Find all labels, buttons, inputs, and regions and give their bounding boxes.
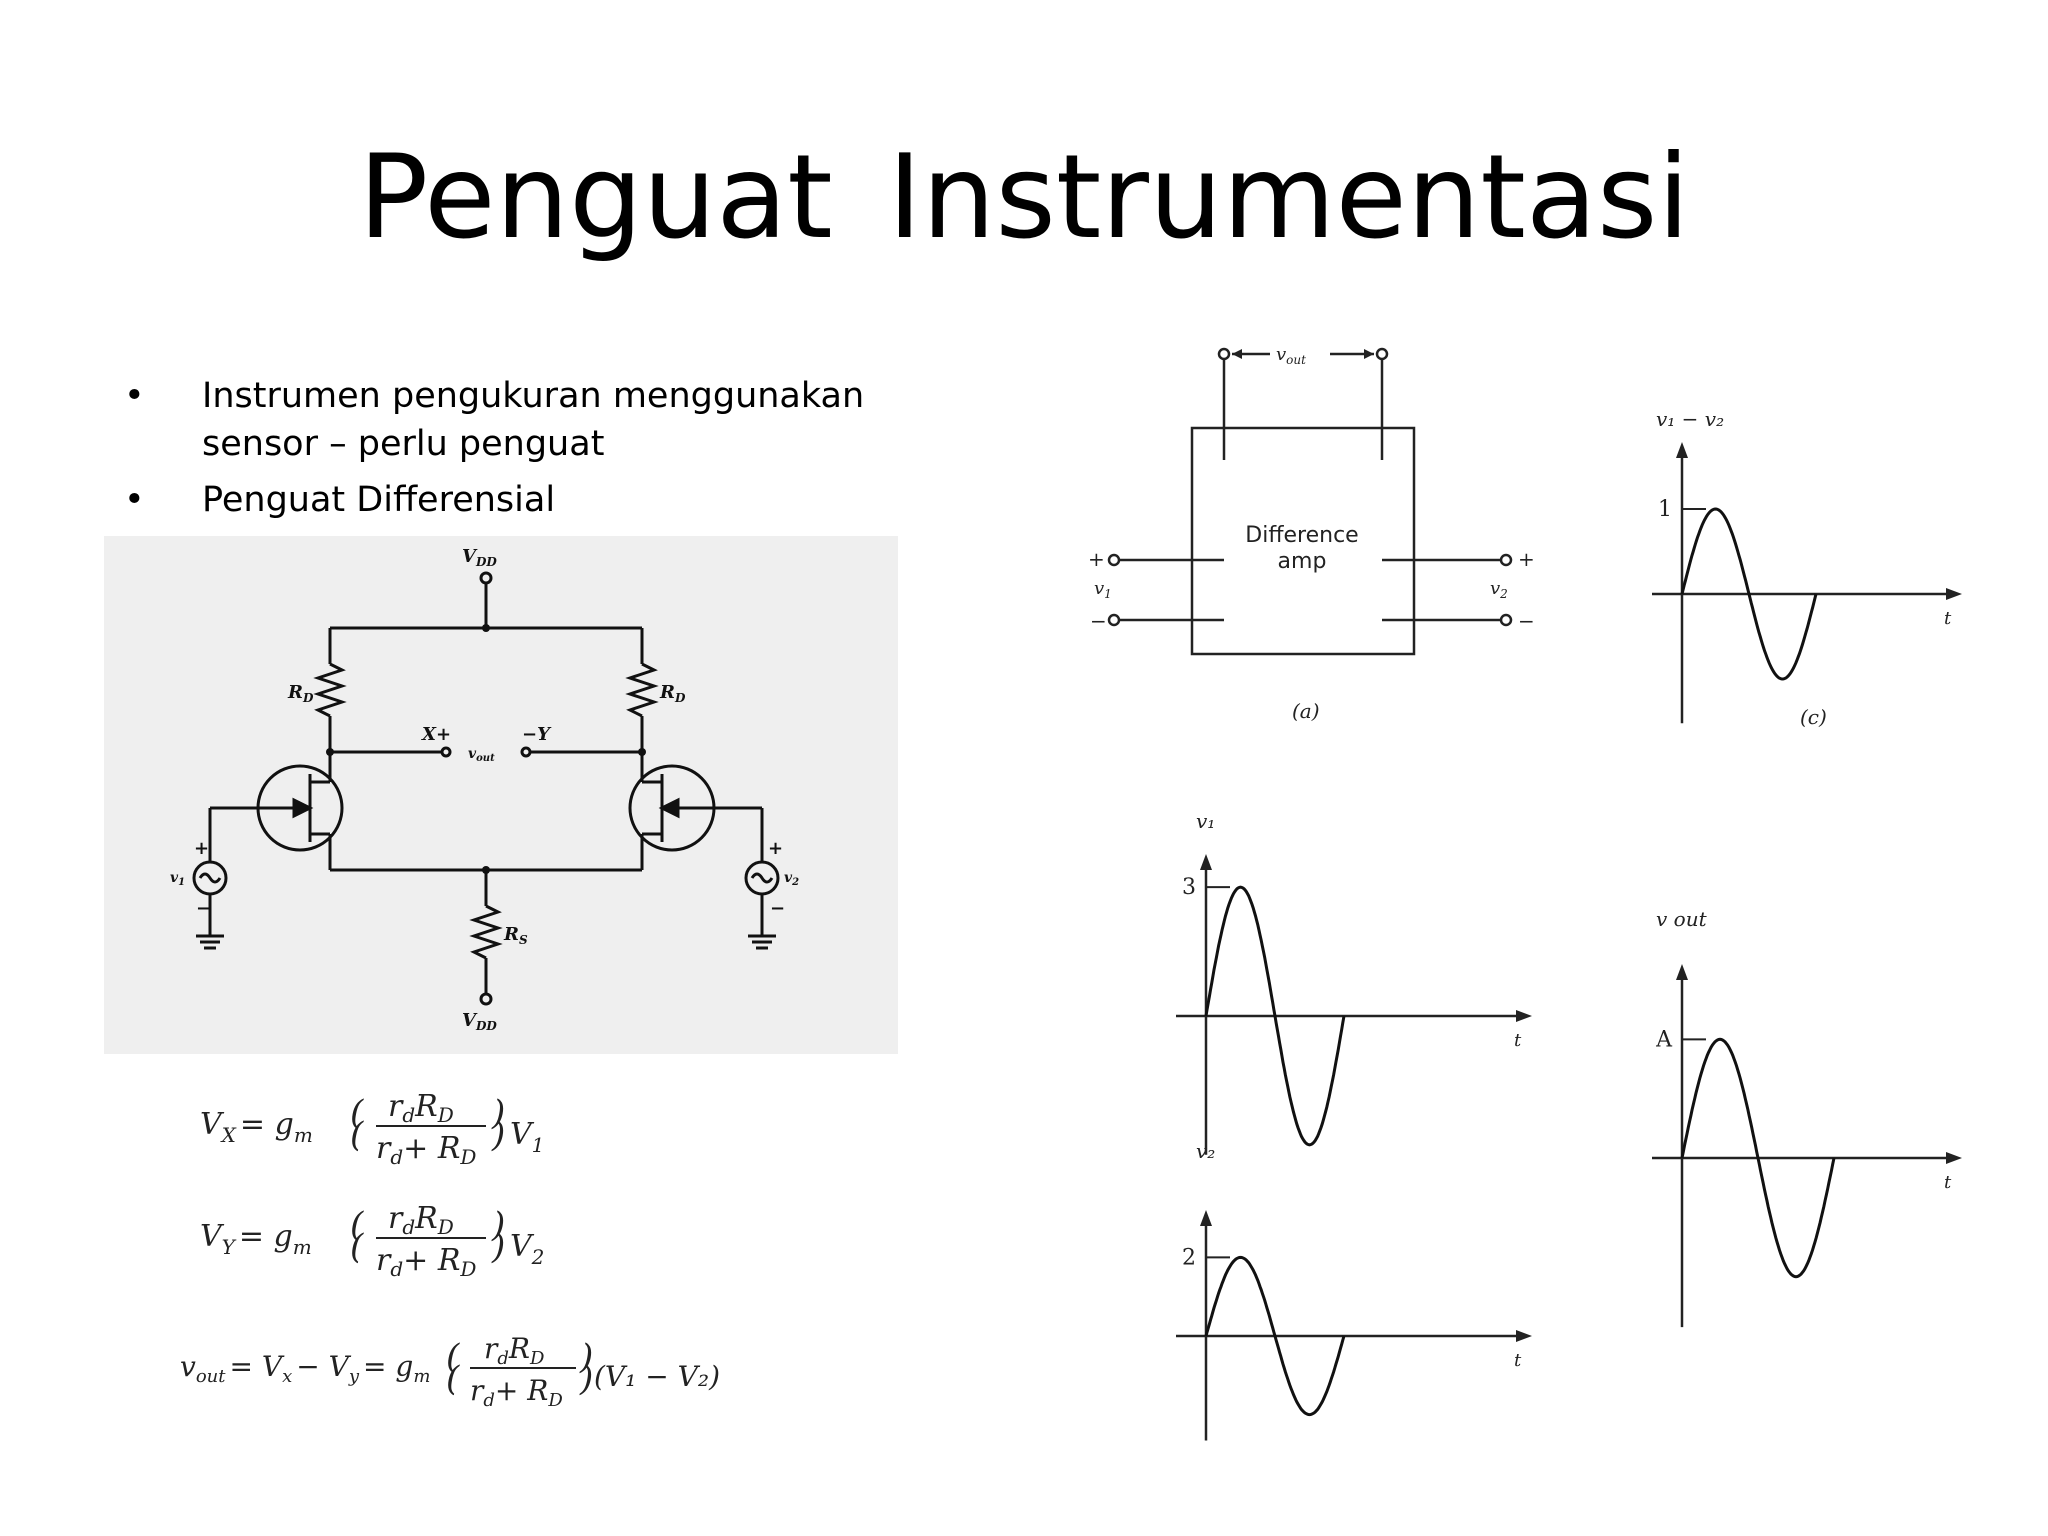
v2-minus: − bbox=[1518, 609, 1535, 633]
svg-text:rd+ RD: rd+ RD bbox=[376, 1243, 476, 1281]
svg-text:rdRD: rdRD bbox=[388, 1089, 454, 1127]
series-line bbox=[1680, 507, 1818, 681]
y-tick-label: 3 bbox=[1182, 875, 1196, 900]
svg-text:rdRD: rdRD bbox=[388, 1201, 454, 1239]
rs-label: RS bbox=[503, 924, 528, 947]
svg-text:VY= gm: VY= gm bbox=[200, 1219, 312, 1259]
svg-text:): ) bbox=[491, 1205, 505, 1245]
v2-label: v2 bbox=[1490, 578, 1508, 601]
bullet-text: Penguat Differensial bbox=[202, 480, 556, 520]
vdd-top-label: VDD bbox=[462, 546, 497, 569]
svg-text:(: ( bbox=[350, 1227, 364, 1267]
y-axis-arrow bbox=[1676, 964, 1688, 980]
y-axis-arrow bbox=[1676, 442, 1688, 458]
svg-text:(: ( bbox=[350, 1205, 364, 1245]
difference-amp-block-diagram: Difference amp vout + − v1 + − v2 (a) bbox=[1088, 344, 1535, 723]
box-label-line2: amp bbox=[1278, 549, 1327, 574]
bullet-item: • Penguat Differensial bbox=[118, 476, 938, 524]
v2-plus: + bbox=[1518, 547, 1535, 571]
svg-text:V2: V2 bbox=[510, 1229, 544, 1269]
svg-text:(: ( bbox=[350, 1115, 364, 1155]
svg-text:(: ( bbox=[446, 1359, 460, 1399]
equations: VX= gm ( ( rdRD rd+ RD ) ) V1 VY= gm ( (… bbox=[180, 1089, 720, 1411]
series-line bbox=[1204, 1255, 1346, 1417]
circuit-background bbox=[104, 536, 898, 1054]
svg-text:rd+ RD: rd+ RD bbox=[470, 1374, 563, 1411]
chart-title: v₁ bbox=[1196, 809, 1215, 833]
svg-text:VX= gm: VX= gm bbox=[200, 1107, 313, 1147]
series-line bbox=[1680, 1037, 1836, 1279]
x-axis-label: t bbox=[1514, 1030, 1522, 1051]
bullet-item: • Instrumen pengukuran menggunakan senso… bbox=[118, 372, 938, 468]
chart-title: v out bbox=[1656, 907, 1708, 931]
v2-label: v2 bbox=[784, 870, 799, 888]
x-axis-arrow bbox=[1516, 1010, 1532, 1022]
v1-plus: + bbox=[1088, 547, 1105, 571]
box-label-line1: Difference bbox=[1245, 523, 1358, 548]
y-axis-arrow bbox=[1200, 854, 1212, 870]
v2-minus: − bbox=[770, 898, 785, 919]
v1-label: v1 bbox=[170, 870, 185, 888]
chart-title: v₂ bbox=[1196, 1139, 1215, 1163]
x-axis-label: t bbox=[1514, 1350, 1522, 1371]
rd-left-label: RD bbox=[287, 682, 314, 705]
differential-amp-circuit: VDD VDD RD RD RS X+ −Y vout v1 v2 + − + … bbox=[104, 536, 898, 1054]
vdd-bottom-label: VDD bbox=[462, 1010, 497, 1033]
x-plus-label: X+ bbox=[421, 724, 451, 745]
vout-label: vout bbox=[468, 746, 495, 764]
svg-text:): ) bbox=[579, 1337, 593, 1377]
svg-text:(: ( bbox=[446, 1337, 460, 1377]
chart-v1: v₁ t 3 bbox=[1176, 809, 1532, 1155]
v1-label: v1 bbox=[1094, 578, 1112, 601]
v1-plus: + bbox=[194, 838, 209, 859]
svg-text:(V₁ − V₂): (V₁ − V₂) bbox=[594, 1360, 720, 1393]
chart-caption: (c) bbox=[1800, 705, 1827, 729]
v2-plus: + bbox=[768, 838, 783, 859]
chart-v2: v₂ t 2 bbox=[1176, 1139, 1532, 1441]
equation-vx: VX= gm ( ( rdRD rd+ RD ) ) V1 bbox=[200, 1089, 544, 1169]
bullet-marker: • bbox=[124, 480, 145, 520]
chart-v1-minus-v2: v₁ − v₂ (c) t 1 bbox=[1652, 407, 1962, 729]
svg-text:(: ( bbox=[350, 1093, 364, 1133]
slide-title: Penguat Instrumentasi bbox=[358, 130, 1690, 265]
equation-vy: VY= gm ( ( rdRD rd+ RD ) ) V2 bbox=[200, 1201, 544, 1281]
x-axis-arrow bbox=[1516, 1330, 1532, 1342]
svg-text:V1: V1 bbox=[510, 1117, 544, 1157]
bullet-marker: • bbox=[124, 376, 145, 416]
minus-y-label: −Y bbox=[522, 724, 552, 745]
svg-text:): ) bbox=[579, 1359, 593, 1399]
caption-a: (a) bbox=[1292, 699, 1320, 723]
x-axis-label: t bbox=[1944, 608, 1952, 629]
y-tick-label: A bbox=[1655, 1027, 1673, 1052]
vout-label: vout bbox=[1276, 344, 1306, 367]
bullet-list: • Instrumen pengukuran menggunakan senso… bbox=[118, 372, 938, 532]
svg-text:): ) bbox=[491, 1115, 505, 1155]
v1-minus: − bbox=[1090, 609, 1107, 633]
bullet-text: Instrumen pengukuran menggunakan sensor … bbox=[202, 376, 865, 464]
x-axis-arrow bbox=[1946, 1152, 1962, 1164]
v1-minus: − bbox=[196, 898, 211, 919]
y-tick-label: 2 bbox=[1182, 1245, 1196, 1270]
x-axis-label: t bbox=[1944, 1172, 1952, 1193]
svg-text:rd+ RD: rd+ RD bbox=[376, 1131, 476, 1169]
svg-text:): ) bbox=[491, 1227, 505, 1267]
chart-vout: v out t A bbox=[1652, 907, 1962, 1328]
x-axis-arrow bbox=[1946, 588, 1962, 600]
svg-text:): ) bbox=[491, 1093, 505, 1133]
svg-text:rdRD: rdRD bbox=[484, 1332, 545, 1369]
y-axis-arrow bbox=[1200, 1210, 1212, 1226]
equation-vout: vout= Vx− Vy= gm ( ( rdRD rd+ RD ) ) (V₁… bbox=[180, 1332, 720, 1411]
chart-title: v₁ − v₂ bbox=[1656, 407, 1724, 431]
y-tick-label: 1 bbox=[1658, 497, 1672, 522]
svg-text:vout= Vx− Vy= gm: vout= Vx− Vy= gm bbox=[180, 1350, 430, 1387]
rd-right-label: RD bbox=[659, 682, 686, 705]
series-line bbox=[1204, 885, 1346, 1147]
